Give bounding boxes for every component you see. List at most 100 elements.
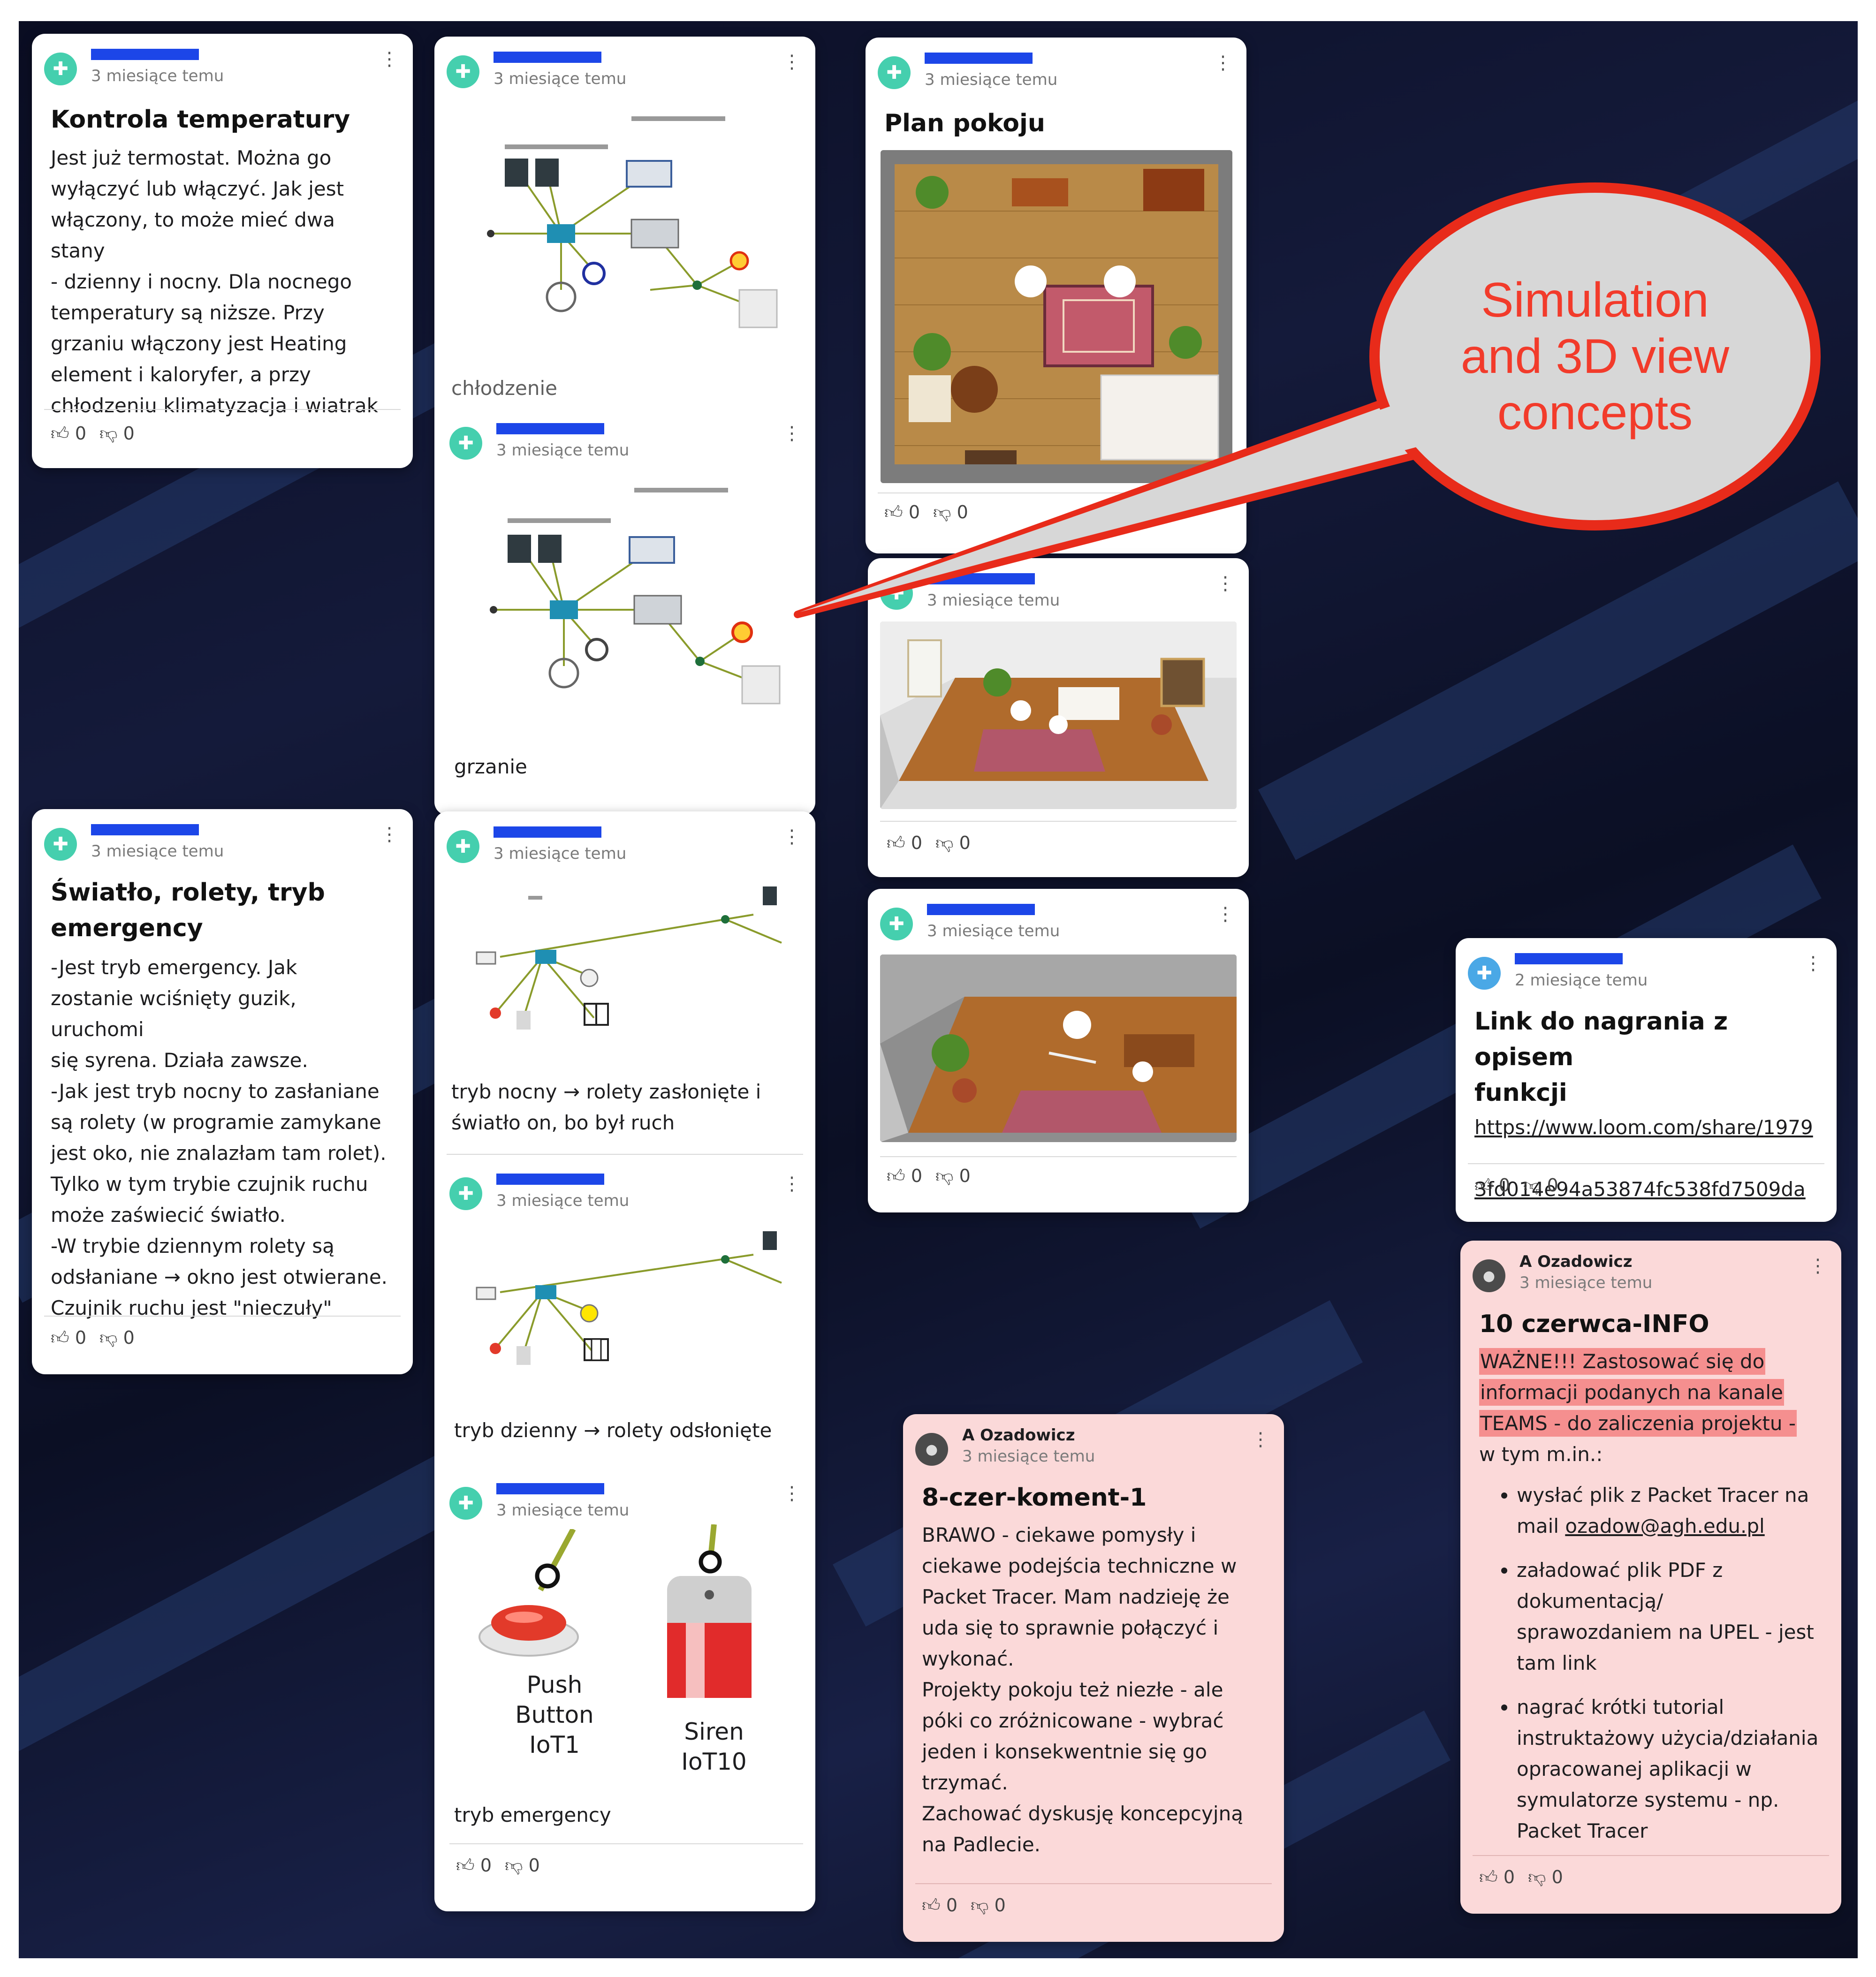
post-card-day-mode[interactable]: ✚ Ola Roman 3 miesiące temu ⋮ tryb dzien… (437, 1159, 815, 1463)
post-card-3d-view-b[interactable]: ✚ Ola Roman 3 miesiące temu ⋮ 👍︎ 0 👎︎ 0 (868, 889, 1249, 1212)
thumb-up-icon: 👍︎ (884, 502, 903, 523)
more-vertical-icon[interactable]: ⋮ (1251, 1429, 1270, 1450)
packet-tracer-diagram-heating (490, 488, 781, 704)
packet-tracer-diagram-day (476, 1231, 782, 1365)
more-vertical-icon[interactable]: ⋮ (1216, 903, 1235, 925)
thumb-up-icon: 👍︎ (51, 423, 69, 444)
more-vertical-icon[interactable]: ⋮ (782, 1173, 801, 1195)
post-time: 2 miesiące temu (1515, 971, 1648, 990)
dislike-button[interactable]: 👎︎ 0 (935, 833, 971, 853)
post-title: 8-czer-koment-1 (922, 1484, 1147, 1512)
dislike-button[interactable]: 👎︎ 0 (935, 1166, 971, 1186)
siren-device (667, 1524, 752, 1698)
post-title: 10 czerwca-INFO (1479, 1310, 1709, 1338)
like-button[interactable]: 👍︎ 0 (884, 502, 920, 523)
author-name: Ola Roman (496, 1174, 604, 1185)
post-card-info[interactable]: ● A Ozadowicz 3 miesiące temu ⋮ 10 czerw… (1460, 1241, 1841, 1914)
more-vertical-icon[interactable]: ⋮ (782, 1483, 801, 1504)
thumb-up-icon: 👍︎ (887, 833, 905, 853)
dislike-button[interactable]: 👎︎ 0 (99, 423, 135, 444)
post-time: 3 miesiące temu (494, 69, 627, 88)
thumb-down-icon: 👎︎ (505, 1855, 523, 1876)
post-caption: grzanie (454, 755, 527, 778)
divider (878, 492, 1234, 493)
divider (1468, 1163, 1824, 1164)
dislike-button[interactable]: 👎︎ 0 (933, 502, 968, 523)
dislike-button[interactable]: 👎︎ 0 (1528, 1867, 1563, 1887)
more-vertical-icon[interactable]: ⋮ (782, 423, 801, 444)
like-button[interactable]: 👍︎ 0 (1474, 1175, 1510, 1196)
post-title: Plan pokoju (884, 109, 1045, 137)
dislike-button[interactable]: 👎︎ 0 (1523, 1175, 1558, 1196)
avatar: ✚ (449, 1177, 482, 1210)
divider (449, 1843, 803, 1844)
like-button[interactable]: 👍︎ 0 (1479, 1867, 1515, 1887)
thumb-up-icon: 👍︎ (887, 1166, 905, 1186)
author-name: A Ozadowicz (962, 1426, 1075, 1445)
more-vertical-icon[interactable]: ⋮ (1808, 1255, 1827, 1277)
post-time: 3 miesiące temu (496, 441, 630, 460)
post-body: BRAWO - ciekawe pomysły i ciekawe podejś… (922, 1523, 1243, 1856)
thumb-up-icon: 👍︎ (1479, 1867, 1498, 1887)
callout-line-1: Simulation (1481, 273, 1709, 327)
avatar: ✚ (449, 427, 482, 460)
post-card-3d-view-a[interactable]: ✚ Ola Roman 3 miesiące temu ⋮ 👍︎ 0 👎︎ 0 (868, 558, 1249, 877)
post-time: 3 miesiące temu (1519, 1273, 1653, 1292)
post-card-comment[interactable]: ● A Ozadowicz 3 miesiące temu ⋮ 8-czer-k… (903, 1414, 1284, 1942)
post-card-room-plan[interactable]: ✚ Ola Roman 3 miesiące temu ⋮ Plan pokoj… (866, 38, 1246, 553)
email-link[interactable]: ozadow@agh.edu.pl (1565, 1515, 1765, 1538)
post-card-night-mode[interactable]: ✚ Ola Roman 3 miesiące temu ⋮ tryb nocny… (434, 811, 815, 1911)
more-vertical-icon[interactable]: ⋮ (1216, 573, 1235, 594)
like-button[interactable]: 👍︎ 0 (51, 423, 86, 444)
post-card-emergency-mode[interactable]: ✚ Ola Roman 3 miesiące temu ⋮ Push Butto… (437, 1468, 815, 1909)
more-vertical-icon[interactable]: ⋮ (380, 824, 399, 845)
post-body: Jest już termostat. Można go wyłączyć lu… (51, 146, 378, 417)
thumb-down-icon: 👎︎ (99, 1327, 118, 1348)
push-button-label: Push Button IoT1 (515, 1671, 594, 1758)
highlight-text: WAŻNE!!! Zastosować się do (1479, 1348, 1766, 1375)
more-vertical-icon[interactable]: ⋮ (1804, 953, 1823, 974)
post-time: 3 miesiące temu (927, 922, 1060, 940)
thumb-down-icon: 👎︎ (1523, 1175, 1542, 1196)
post-card-light-blinds[interactable]: ✚ Ola Roman 3 miesiące temu ⋮ Światło, r… (32, 809, 413, 1374)
avatar: ✚ (880, 908, 913, 940)
like-button[interactable]: 👍︎ 0 (887, 833, 922, 853)
more-vertical-icon[interactable]: ⋮ (380, 48, 399, 70)
post-time: 3 miesiące temu (91, 67, 224, 85)
author-name: Ola Roman (496, 1483, 604, 1494)
list-item: nagrać krótki tutorial instruktażowy uży… (1517, 1692, 1824, 1847)
avatar: ● (1473, 1259, 1505, 1292)
dislike-button[interactable]: 👎︎ 0 (99, 1327, 135, 1348)
dislike-button[interactable]: 👎︎ 0 (971, 1895, 1006, 1916)
more-vertical-icon[interactable]: ⋮ (1214, 52, 1232, 74)
like-button[interactable]: 👍︎ 0 (922, 1895, 957, 1916)
post-card-recording-link[interactable]: ✚ Wojtek 2 miesiące temu ⋮ Link do nagra… (1456, 938, 1837, 1222)
callout-line-2: and 3D view (1461, 329, 1730, 384)
post-caption: tryb dzienny → rolety odsłonięte (454, 1419, 772, 1442)
post-title: Światło, rolety, tryb emergency (51, 879, 325, 942)
post-time: 3 miesiące temu (91, 842, 224, 861)
packet-tracer-diagram-cooling (487, 116, 778, 328)
post-caption: chłodzenie (451, 377, 558, 400)
post-time: 3 miesiące temu (925, 70, 1058, 89)
like-button[interactable]: 👍︎ 0 (887, 1166, 922, 1186)
post-time: 3 miesiące temu (496, 1501, 630, 1520)
divider (1473, 1855, 1829, 1856)
avatar: ✚ (1468, 957, 1501, 990)
post-card-heating[interactable]: ✚ Ola Roman 3 miesiące temu ⋮ grzanie (437, 408, 815, 811)
loom-link[interactable]: https://www.loom.com/share/1979 3fd014e9… (1474, 1116, 1813, 1201)
thumb-up-icon: 👍︎ (922, 1895, 941, 1916)
like-button[interactable]: 👍︎ 0 (456, 1855, 492, 1876)
like-button[interactable]: 👍︎ 0 (51, 1327, 86, 1348)
dislike-button[interactable]: 👎︎ 0 (505, 1855, 540, 1876)
thumb-up-icon: 👍︎ (51, 1327, 69, 1348)
divider (915, 1883, 1272, 1884)
avatar: ✚ (44, 53, 77, 85)
thumb-down-icon: 👎︎ (99, 423, 118, 444)
more-vertical-icon[interactable]: ⋮ (782, 51, 801, 73)
more-vertical-icon[interactable]: ⋮ (782, 826, 801, 848)
post-card-temperature[interactable]: ✚ Ola Roman 3 miesiące temu ⋮ Kontrola t… (32, 34, 413, 468)
